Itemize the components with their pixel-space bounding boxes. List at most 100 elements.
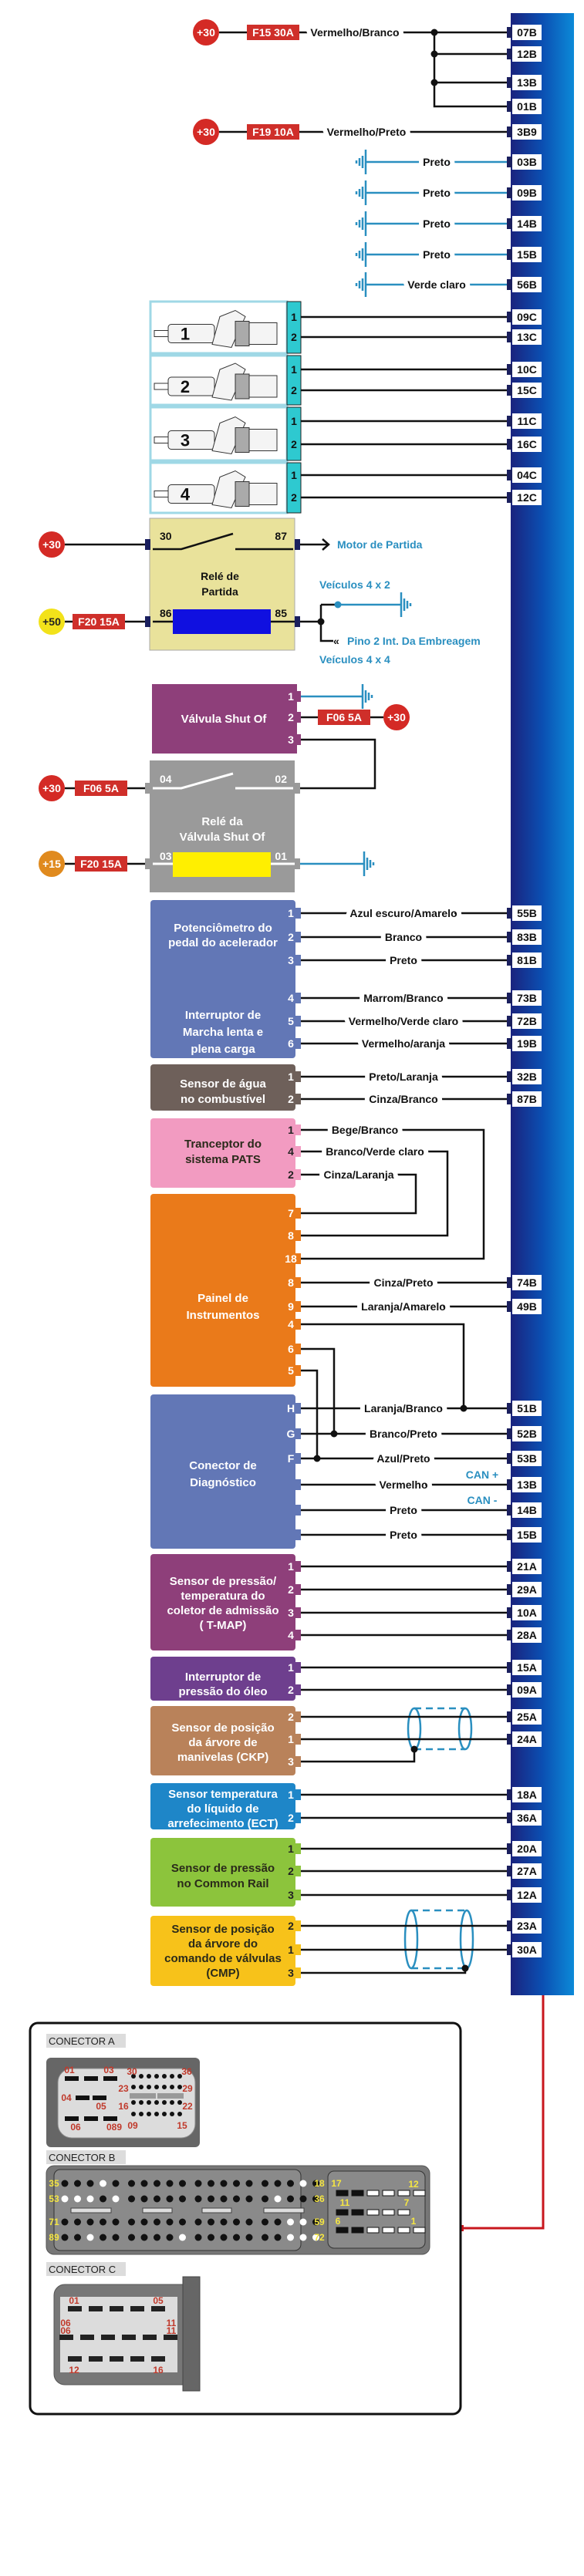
pin-slot — [84, 2116, 98, 2121]
pin-slot — [382, 2227, 395, 2234]
injector-inlet — [211, 470, 246, 509]
ecu-pin-label: 09B — [517, 187, 537, 199]
ecu-pin-box — [512, 929, 542, 945]
pin-hole — [100, 2234, 106, 2241]
wire — [301, 1323, 465, 1408]
pin-hole — [299, 2195, 307, 2203]
ecu-pin-box — [512, 124, 542, 140]
ecu-pin-box — [512, 1787, 542, 1802]
pin-slot — [65, 2116, 79, 2121]
ecu-pin-label: 12A — [517, 1889, 537, 1901]
pin-hole — [179, 2218, 186, 2226]
key — [70, 2207, 112, 2214]
pin-slot — [351, 2209, 364, 2216]
pin-hole — [245, 2234, 253, 2241]
fuse — [318, 710, 370, 725]
pin-label: 7 — [288, 1207, 294, 1219]
component-box — [150, 1064, 295, 1111]
ecu-pin-label: 30A — [517, 1944, 537, 1956]
wire — [301, 1150, 449, 1237]
pin-hole — [100, 2195, 106, 2203]
ecu-pin-label: 04C — [517, 469, 537, 481]
wire-label: Azul escuro/Amarelo — [349, 907, 457, 919]
pin-hole — [112, 2218, 120, 2226]
pin-number: 1 — [411, 2216, 417, 2227]
pin-hole — [86, 2218, 94, 2226]
ecu-pin-label: 03B — [517, 156, 537, 168]
pin-hole — [74, 2195, 81, 2203]
pin-hole — [131, 2100, 136, 2105]
connector-label: CONECTOR C — [49, 2264, 116, 2275]
pin-label: 2 — [291, 384, 297, 396]
relay-title: Relé de — [201, 570, 239, 582]
pin-tab — [295, 616, 300, 627]
injector-number: 3 — [181, 431, 190, 450]
ecu-pin-label: 73B — [517, 992, 537, 1004]
pin-label: 1 — [288, 1733, 294, 1745]
pin-hole — [100, 2218, 106, 2226]
injector-solenoid — [235, 481, 250, 507]
ecu-pin-label: 16C — [517, 438, 537, 450]
pin-tab — [295, 993, 301, 1003]
pin-hole — [170, 2100, 174, 2105]
pin-hole — [220, 2234, 228, 2241]
pin-slot — [65, 2076, 79, 2081]
instrument-panel — [150, 1194, 295, 1387]
pin-label: 2 — [288, 1920, 294, 1932]
pin-label: 3 — [288, 954, 294, 966]
ecu-pin-box — [512, 1682, 542, 1698]
pin-hole — [177, 2074, 182, 2079]
wire-label: Cinza/Laranja — [323, 1168, 393, 1181]
fuse-label: F15 30A — [252, 26, 294, 39]
pin-hole — [162, 2074, 167, 2079]
pin-label: 1 — [288, 1944, 294, 1956]
pin-hole — [61, 2195, 69, 2203]
ecu-pin-tab — [507, 312, 512, 322]
can-label: CAN + — [466, 1468, 498, 1481]
pin-hole — [194, 2234, 202, 2241]
ecu-pin-tab — [507, 1505, 512, 1516]
component-box — [150, 1916, 295, 1986]
pin-tab — [295, 1038, 301, 1049]
pin-label: 87 — [275, 530, 287, 542]
ecu-pin-box — [512, 905, 542, 921]
ecu-pin-tab — [507, 27, 512, 38]
shield-drain-wire — [301, 1749, 416, 1763]
starter-motor-label: Motor de Partida — [337, 538, 423, 551]
junction-dot — [430, 50, 438, 58]
key — [263, 2207, 305, 2214]
wire-label: Branco — [385, 931, 422, 943]
pin-label: 30 — [160, 530, 172, 542]
pin-hole — [140, 2180, 148, 2187]
injector-3 — [149, 406, 302, 462]
pin-slot — [101, 2335, 115, 2340]
ecu-pin-box — [512, 1731, 542, 1747]
relay-title: Válvula Shut Of — [180, 831, 266, 844]
ecu-pin-tab — [507, 1479, 512, 1490]
pin-hole — [299, 2180, 307, 2187]
diagnostic-connector — [150, 1394, 295, 1549]
pin-hole — [312, 2195, 319, 2203]
pin-label: 2 — [288, 1583, 294, 1596]
ecu-pin-tab — [507, 1944, 512, 1955]
wire-label: Cinza/Branco — [369, 1093, 437, 1105]
pin-tab — [295, 1094, 301, 1104]
ecu-pin-tab — [507, 1812, 512, 1823]
power-source-label: +30 — [197, 26, 215, 39]
ecu-pin-tab — [507, 492, 512, 503]
pin-label: 3 — [288, 1889, 294, 1901]
pin-number: 16 — [153, 2365, 164, 2375]
pin-tab — [295, 1505, 301, 1516]
pin-number: 06 — [60, 2325, 71, 2336]
pin-hole — [262, 2195, 268, 2203]
ecu-pin-box — [512, 1582, 542, 1597]
pin-hole — [154, 2180, 160, 2187]
pin-label: 1 — [288, 1843, 294, 1855]
injector-inlet — [211, 309, 246, 349]
fuse-label: F06 5A — [83, 782, 119, 794]
fuse — [75, 781, 127, 796]
pin-hole — [140, 2195, 148, 2203]
pin-tab — [295, 1301, 301, 1312]
ecu-pin-box — [512, 216, 542, 231]
wire-label: Branco/Preto — [370, 1428, 437, 1440]
